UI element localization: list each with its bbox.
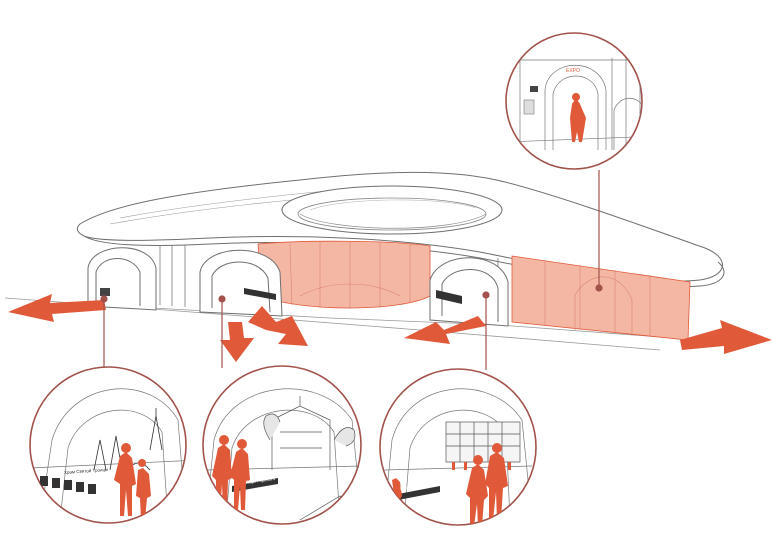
inset-right: Студенческий городок xyxy=(379,368,537,526)
figure-person xyxy=(485,452,508,520)
inset-left-sign: Храм Святой Троицы xyxy=(64,466,109,475)
figure-person xyxy=(114,452,136,516)
callout-connectors xyxy=(100,170,603,370)
figure-person xyxy=(466,464,488,525)
inset-top-sign: EXPO xyxy=(566,68,580,74)
arrow-southeast xyxy=(248,306,308,346)
glass-hall-center xyxy=(257,240,431,309)
roof-canopy xyxy=(76,171,725,288)
figure-person xyxy=(136,468,151,520)
arrow-southwest xyxy=(404,316,486,344)
glass-hall-east xyxy=(511,255,691,341)
figure-person xyxy=(230,448,250,510)
portal-southwest xyxy=(199,249,283,317)
figure-person xyxy=(570,98,586,142)
portal-west xyxy=(87,247,157,311)
flow-arrows xyxy=(8,294,772,362)
inset-left: Храм Святой Троицы xyxy=(29,366,187,524)
inset-middle-sign: Парк Горького xyxy=(245,476,275,485)
portal-south xyxy=(429,257,509,327)
arrow-west xyxy=(8,294,106,322)
arrow-east xyxy=(680,320,772,354)
arrow-south xyxy=(220,322,254,362)
inset-middle: Парк Горького xyxy=(202,365,362,525)
inset-top: EXPO xyxy=(505,32,643,170)
